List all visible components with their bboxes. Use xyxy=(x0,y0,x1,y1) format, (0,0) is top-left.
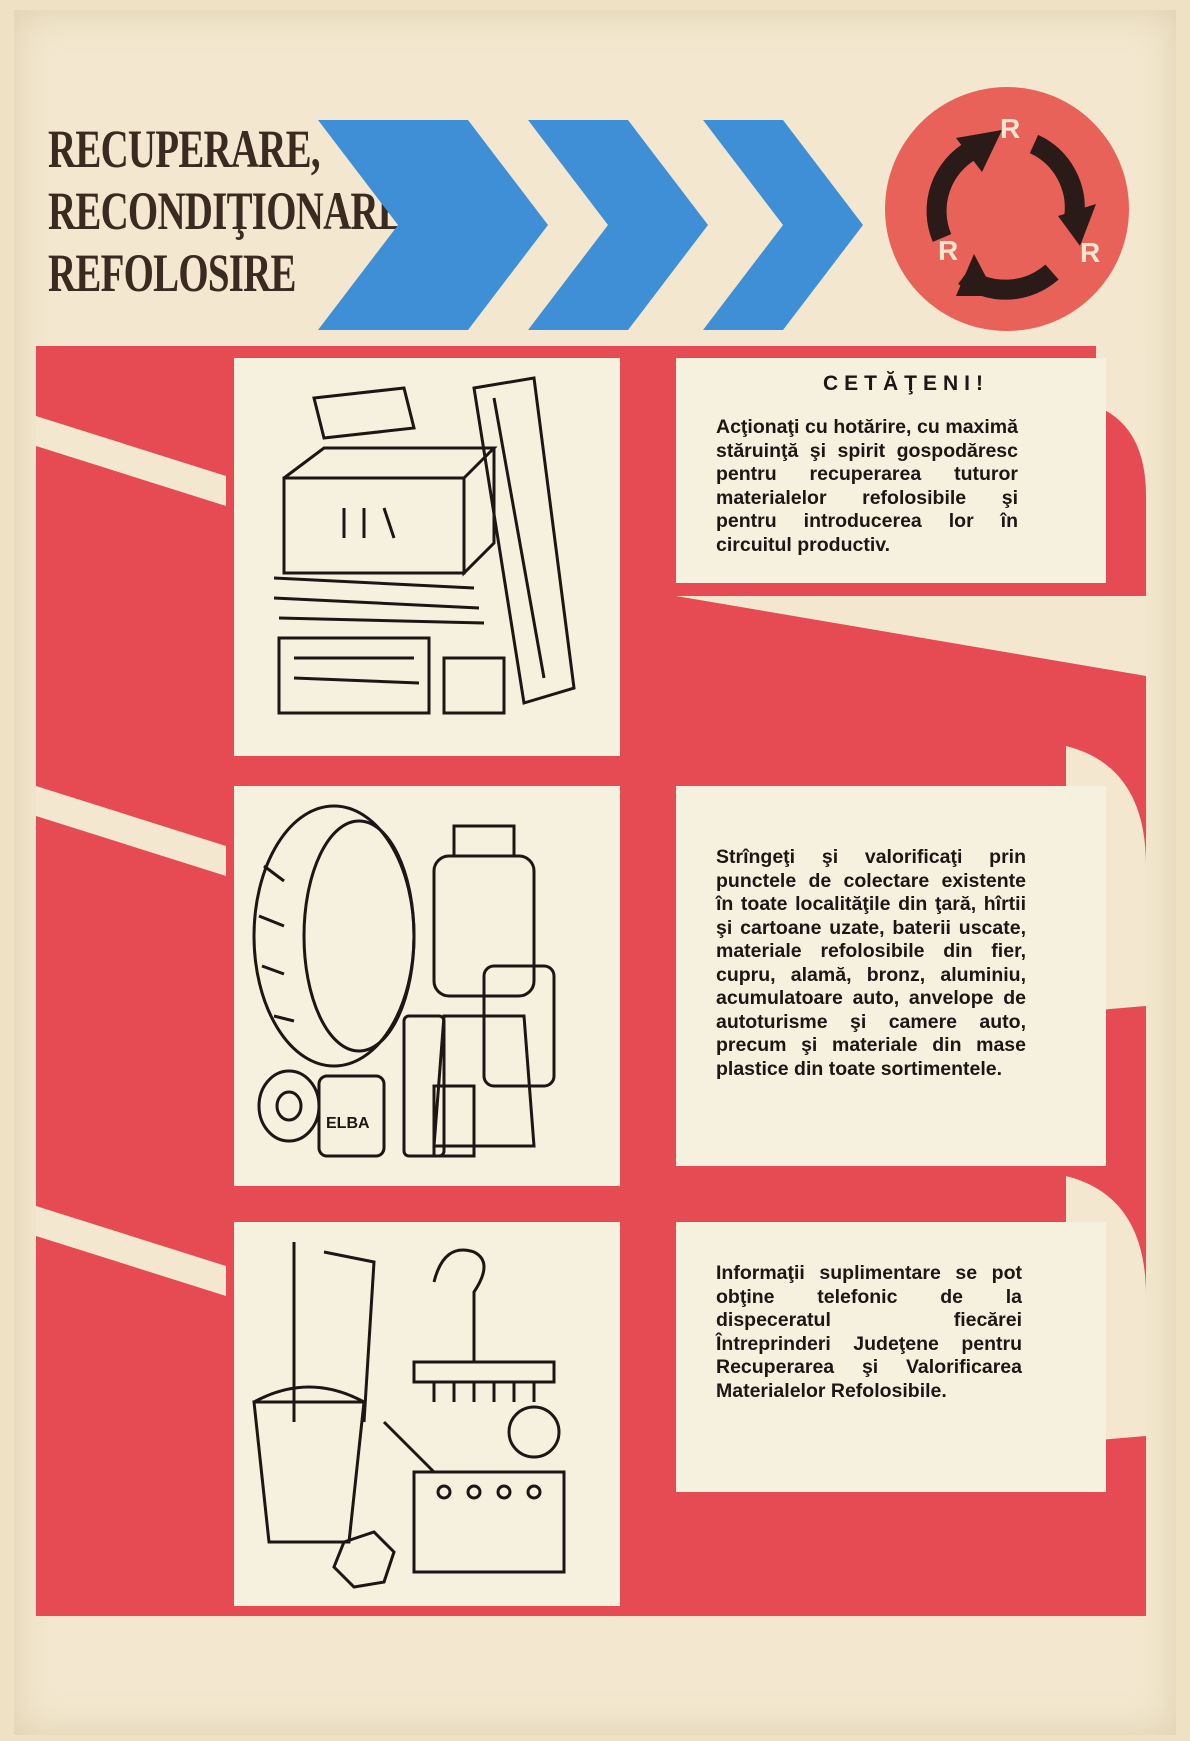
panel-text-3: Informaţii suplimentare se pot obţine te… xyxy=(716,1262,1022,1402)
illustration-paper-cardboard xyxy=(234,358,620,756)
logo-letter-left: R xyxy=(938,235,958,266)
illustration-scrap-metal xyxy=(234,1222,620,1606)
paper-cardboard-illustration xyxy=(273,376,576,715)
panel-collect: Strîngeţi şi valorificaţi prin punctele … xyxy=(676,786,1106,1166)
tire-plastics-illustration: ELBA xyxy=(252,804,556,1158)
headline-line-2: RECONDIŢIONARE xyxy=(48,181,404,241)
panel-info: Informaţii suplimentare se pot obţine te… xyxy=(676,1222,1106,1492)
illustration-tire-plastics: ELBA xyxy=(234,786,620,1186)
panel-text-1: Acţionaţi cu hotărire, cu maximă stăruin… xyxy=(716,416,1018,556)
chevron-arrow-3 xyxy=(703,120,863,330)
panel-citizens: CETĂŢENI! Acţionaţi cu hotărire, cu maxi… xyxy=(676,358,1106,583)
headline-line-3: REFOLOSIRE xyxy=(48,243,296,303)
panel-title: CETĂŢENI! xyxy=(823,372,989,395)
panel-text-2: Strîngeţi şi valorificaţi prin punctele … xyxy=(716,846,1026,1080)
headline-line-1: RECUPERARE, xyxy=(48,119,321,179)
info-board: CETĂŢENI! Acţionaţi cu hotărire, cu maxi… xyxy=(36,346,1146,1616)
chevron-arrow-2 xyxy=(528,120,708,330)
headline: RECUPERARE, RECONDIŢIONARE REFOLOSIRE xyxy=(48,118,404,304)
chevron-arrow-1 xyxy=(318,120,548,330)
logo-letter-top: R xyxy=(1000,113,1020,144)
elba-label: ELBA xyxy=(326,1115,370,1132)
blue-chevrons xyxy=(318,120,863,330)
logo-letter-right: R xyxy=(1080,237,1100,268)
scrap-metal-illustration xyxy=(252,1242,566,1589)
recycle-logo: R R R xyxy=(885,87,1129,331)
